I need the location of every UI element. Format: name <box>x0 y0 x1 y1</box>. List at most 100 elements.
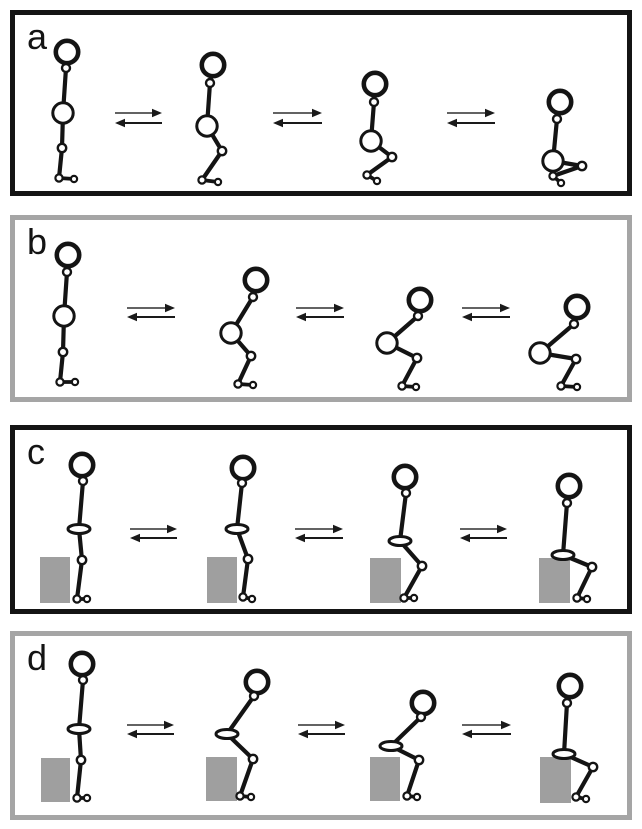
toe-joint <box>581 794 591 804</box>
toe-joint <box>69 174 79 184</box>
backward-arrow-head <box>130 533 140 543</box>
equilibrium-arrows <box>462 303 510 322</box>
head <box>199 51 227 79</box>
backward-arrow-head <box>296 312 306 322</box>
panel-b-label: b <box>27 221 48 262</box>
stick-figure-deep-squat <box>541 88 588 188</box>
neck-joint <box>400 487 412 499</box>
stick-figure-partial-squat-lean <box>219 266 270 390</box>
neck-joint <box>551 113 563 125</box>
body-bones <box>560 500 595 601</box>
toe-joint <box>411 382 421 392</box>
forward-arrow-head <box>152 108 162 118</box>
body-bones <box>199 80 225 183</box>
stick-figure-half-squat <box>359 70 398 186</box>
head <box>242 266 270 294</box>
toe-joint <box>247 594 257 604</box>
toe-joint <box>372 176 382 186</box>
panel-b-canvas <box>52 241 591 392</box>
head <box>68 451 96 479</box>
backward-arrow-head <box>462 729 472 739</box>
stick-figure-partial-squat <box>195 51 228 187</box>
stick-figure-pre-sit-lean <box>206 668 271 802</box>
backward-arrow-head <box>298 729 308 739</box>
panel-c-canvas <box>40 451 598 604</box>
body-bones <box>224 693 257 799</box>
knee-joint <box>216 145 228 157</box>
equilibrium-arrows <box>127 303 175 322</box>
stool-box <box>370 757 400 801</box>
toe-joint <box>248 380 258 390</box>
pelvis <box>550 549 576 561</box>
stick-figure-pre-sit <box>207 454 257 604</box>
head <box>563 293 591 321</box>
forward-arrow-head <box>335 720 345 730</box>
panel-d-label: d <box>27 637 48 678</box>
toe-joint <box>412 792 422 802</box>
body-bones <box>56 65 69 181</box>
forward-arrow-head <box>497 524 507 534</box>
head <box>555 472 583 500</box>
neck-joint <box>61 266 73 278</box>
stick-figure-seated <box>540 672 599 804</box>
pelvis <box>66 523 92 535</box>
knee-joint <box>57 346 69 358</box>
forward-arrow-head <box>500 303 510 313</box>
forward-arrow-head <box>167 524 177 534</box>
head <box>243 668 271 696</box>
toe-joint <box>82 594 92 604</box>
body-bones <box>537 321 579 389</box>
neck-joint <box>77 674 89 686</box>
backward-arrow-head <box>115 118 125 128</box>
knee-joint <box>586 561 598 573</box>
hip-joint <box>52 304 76 328</box>
ankle-joint <box>402 791 412 801</box>
body-bones <box>388 714 424 799</box>
equilibrium-arrows <box>447 108 495 128</box>
backward-arrow-head <box>460 533 470 543</box>
body-bones <box>561 700 596 800</box>
knee-joint <box>587 761 599 773</box>
hip-joint <box>219 321 243 345</box>
stool-box <box>206 757 237 801</box>
panel-b: b <box>10 215 632 402</box>
stool-box <box>207 557 237 603</box>
head <box>391 463 419 491</box>
backward-arrow-head <box>295 533 305 543</box>
stick-figure-lowering-lean <box>370 689 437 802</box>
ankle-joint <box>556 381 566 391</box>
pelvis <box>387 535 413 547</box>
knee-joint <box>413 754 425 766</box>
body-bones <box>234 480 251 600</box>
hip-joint <box>528 341 552 365</box>
stick-figure-seated <box>539 472 598 604</box>
stool-box <box>539 558 570 603</box>
stick-figure-lowering <box>370 463 428 603</box>
neck-joint <box>412 310 424 322</box>
knee-joint <box>245 350 257 362</box>
equilibrium-arrows <box>296 303 344 322</box>
head <box>229 454 257 482</box>
toe-joint <box>213 177 223 187</box>
panel-d: d <box>10 631 632 820</box>
backward-arrow-head <box>462 312 472 322</box>
hip-joint <box>359 129 383 153</box>
body-bones <box>74 677 86 801</box>
ankle-joint <box>399 593 409 603</box>
body-bones <box>384 313 421 389</box>
ankle-joint <box>72 594 82 604</box>
knee-joint <box>75 754 87 766</box>
stool-box <box>370 558 401 603</box>
stool-box <box>540 757 571 803</box>
knee-joint <box>76 554 88 566</box>
forward-arrow-head <box>312 108 322 118</box>
head <box>53 38 81 66</box>
ankle-joint <box>54 173 64 183</box>
stool-box <box>41 758 70 802</box>
pelvis <box>378 740 404 752</box>
body-bones <box>397 490 425 601</box>
neck-joint <box>248 690 260 702</box>
head <box>54 241 82 269</box>
panel-c-label: c <box>27 431 45 472</box>
ankle-joint <box>55 377 65 387</box>
